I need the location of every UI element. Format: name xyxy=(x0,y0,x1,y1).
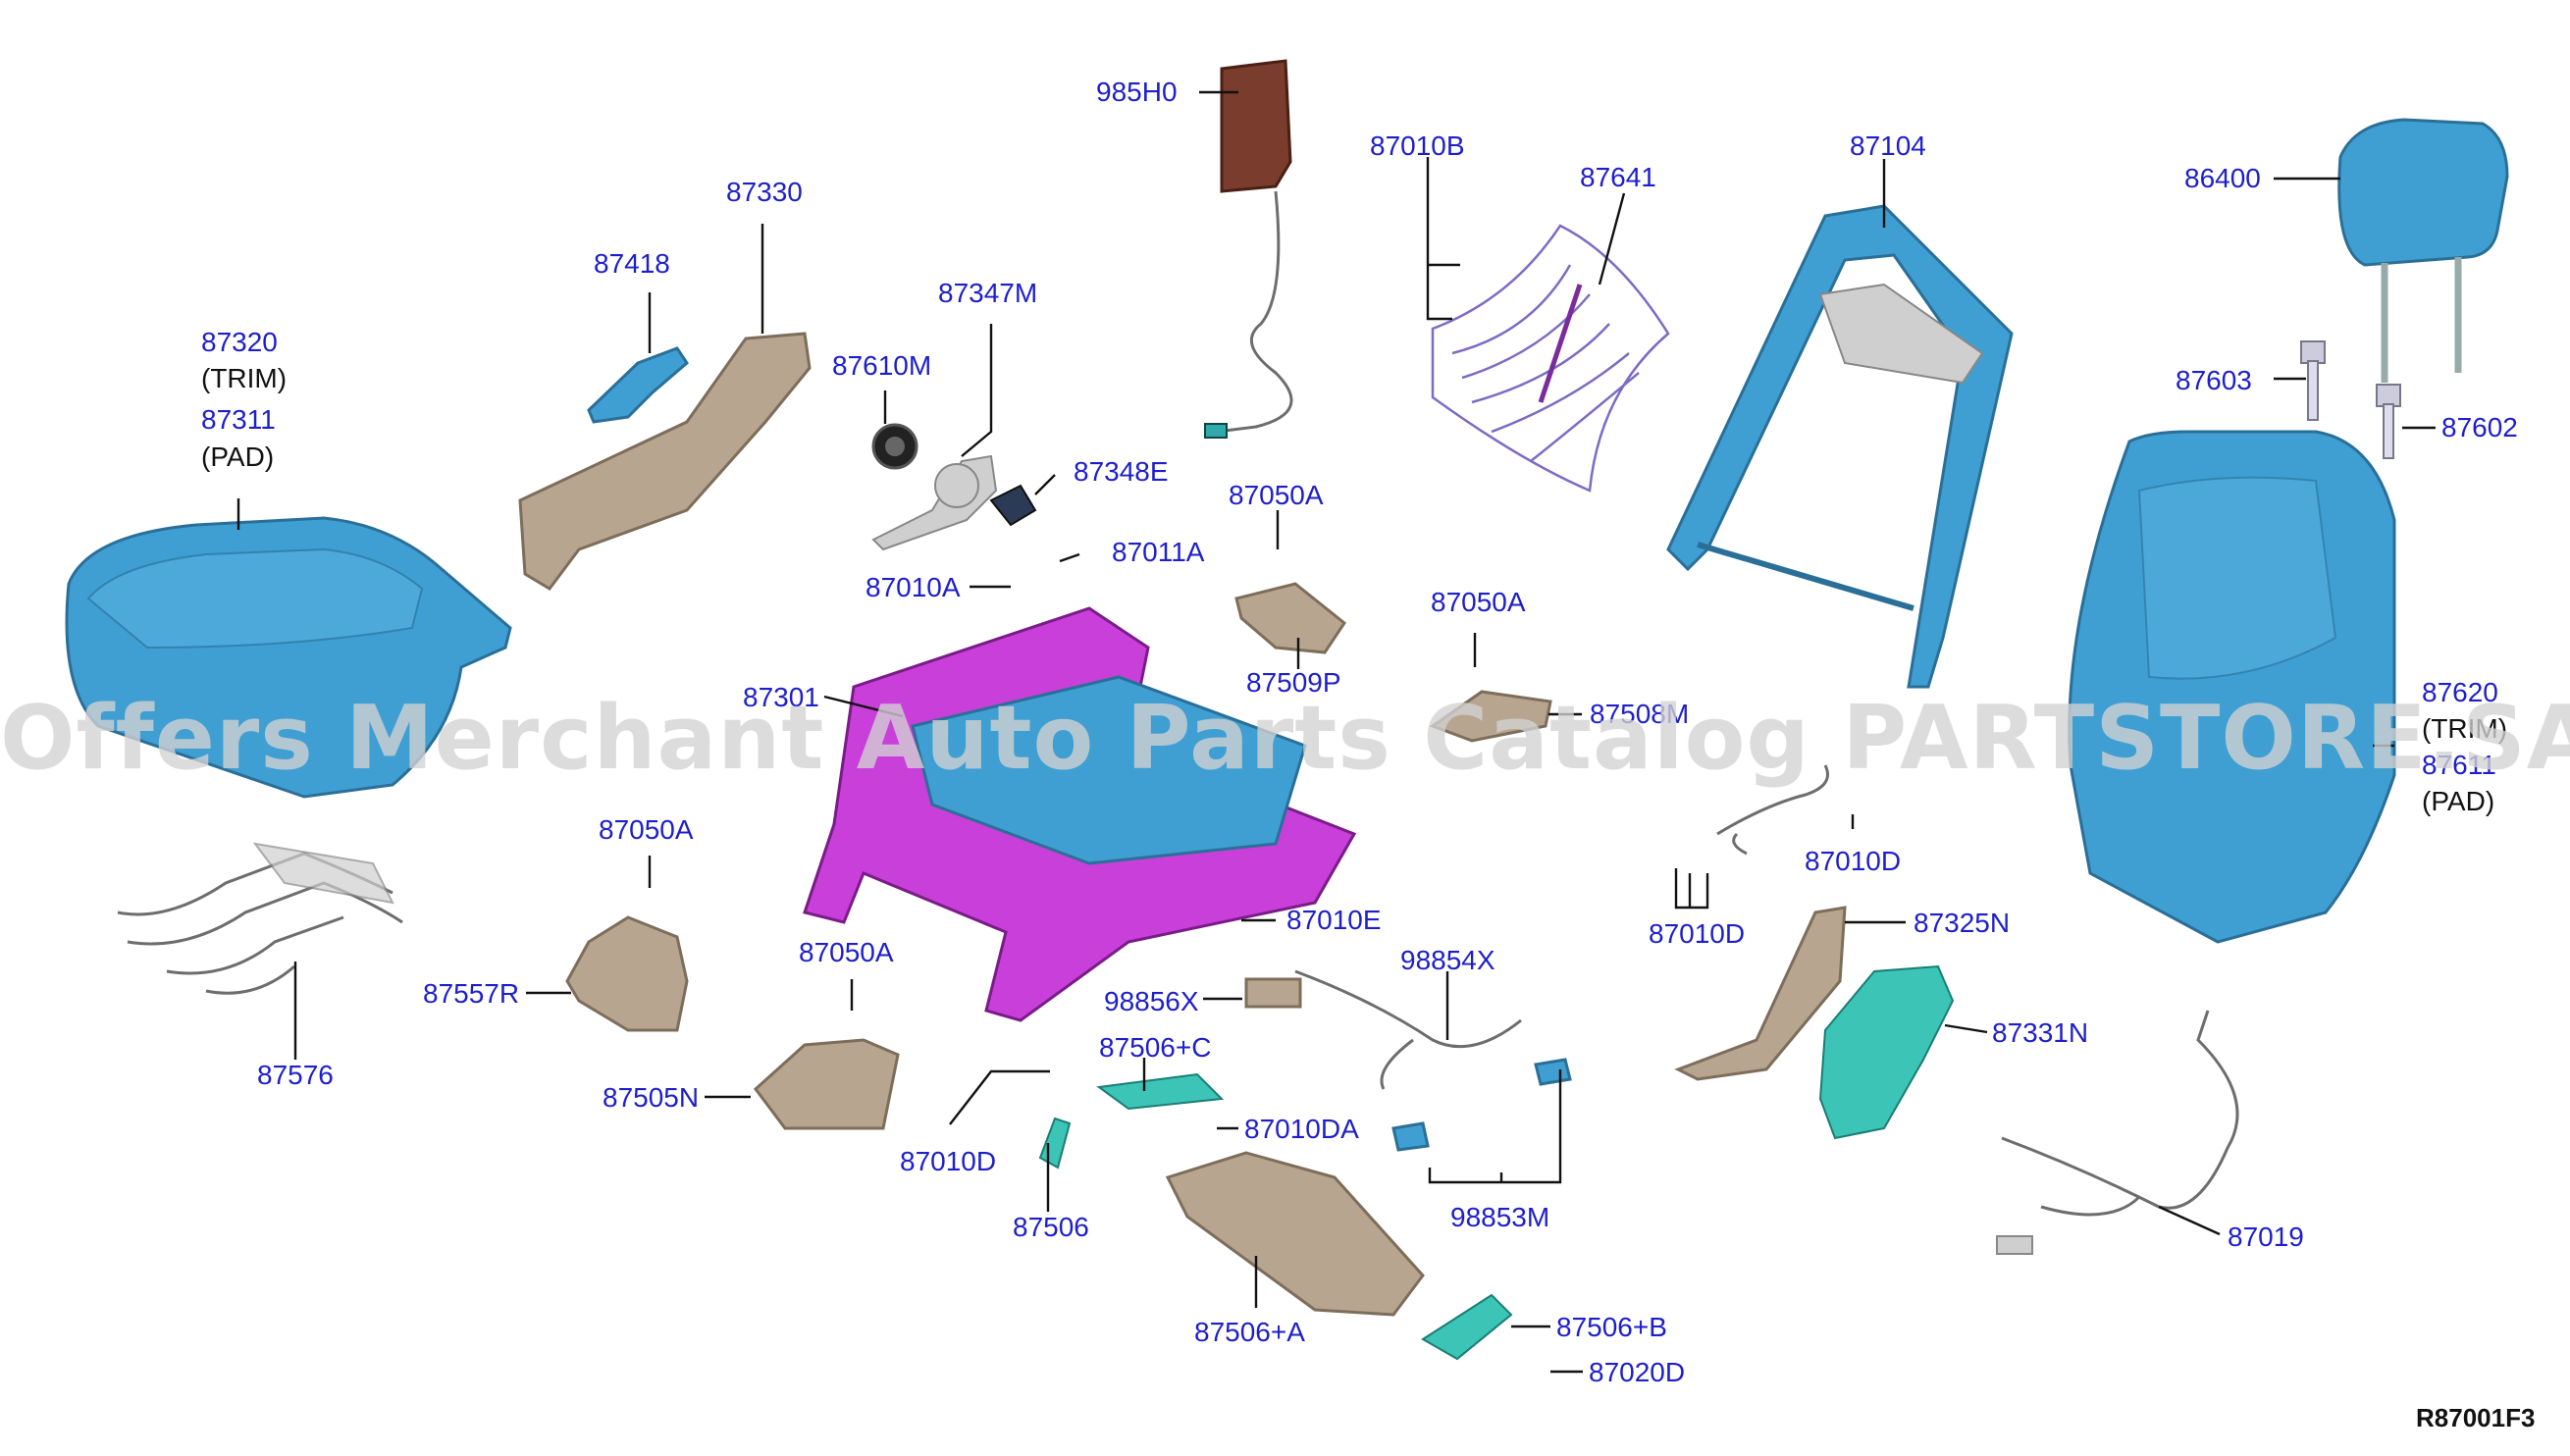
clip-part[interactable] xyxy=(1534,1058,1572,1086)
lever-part[interactable] xyxy=(989,484,1037,527)
part-label-87050A[interactable]: 87050A xyxy=(1431,587,1526,617)
small-harness-part[interactable] xyxy=(1716,764,1829,856)
back-side-cover-part[interactable] xyxy=(1818,964,1955,1140)
part-label-87301[interactable]: 87301 xyxy=(743,682,819,712)
part-label-87611[interactable]: 87611 xyxy=(2422,750,2496,780)
back-side-bracket-part[interactable] xyxy=(1674,906,1847,1081)
recliner-part[interactable] xyxy=(871,454,998,551)
headrest-guide-part[interactable] xyxy=(2300,340,2326,421)
part-label-87330[interactable]: 87330 xyxy=(726,177,803,207)
part-label-87508M[interactable]: 87508M xyxy=(1590,699,1690,729)
pad-note: (PAD) xyxy=(201,442,275,472)
trim-note: (TRIM) xyxy=(201,363,288,393)
part-label-87010B[interactable]: 87010B xyxy=(1370,130,1465,161)
part-label-87019[interactable]: 87019 xyxy=(2228,1222,2304,1252)
part-label-87010D[interactable]: 87010D xyxy=(1649,918,1746,949)
trim-note: (TRIM) xyxy=(2422,713,2508,744)
part-label-87010D[interactable]: 87010D xyxy=(1805,846,1902,876)
diagram-code: R87001F3 xyxy=(2416,1403,2536,1432)
part-label-87557R[interactable]: 87557R xyxy=(423,978,520,1009)
part-label-87050A[interactable]: 87050A xyxy=(599,814,694,845)
part-label-98853M[interactable]: 98853M xyxy=(1450,1202,1550,1232)
bracket-part[interactable] xyxy=(1038,1117,1072,1170)
part-label-98854X[interactable]: 98854X xyxy=(1400,945,1495,975)
seat-back-harness-part[interactable] xyxy=(1996,1010,2239,1255)
part-label-87610M[interactable]: 87610M xyxy=(832,350,932,381)
heater-wire-part[interactable] xyxy=(117,842,403,995)
part-label-87011A[interactable]: 87011A xyxy=(1112,537,1205,567)
part-label-87505N[interactable]: 87505N xyxy=(603,1082,700,1113)
part-label-87010E[interactable]: 87010E xyxy=(1286,905,1382,935)
cover-part[interactable] xyxy=(565,915,689,1032)
part-label-87576[interactable]: 87576 xyxy=(257,1060,334,1090)
part-label-87347M[interactable]: 87347M xyxy=(938,278,1038,308)
part-label-87311[interactable]: 87311 xyxy=(201,404,276,435)
part-label-87509P[interactable]: 87509P xyxy=(1246,667,1341,698)
side-airbag-part[interactable] xyxy=(1204,59,1293,439)
part-label-87050A[interactable]: 87050A xyxy=(1229,480,1324,510)
headrest-part[interactable] xyxy=(2337,118,2509,383)
part-label-87320[interactable]: 87320 xyxy=(201,327,278,357)
part-label-87331N[interactable]: 87331N xyxy=(1992,1017,2089,1048)
base-plate-part[interactable] xyxy=(1165,1151,1425,1317)
pad-note: (PAD) xyxy=(2422,786,2495,816)
part-label-87010DA[interactable]: 87010DA xyxy=(1244,1114,1359,1144)
part-label-87348E[interactable]: 87348E xyxy=(1074,456,1169,487)
cover-part[interactable] xyxy=(753,1038,900,1130)
part-label-985H0[interactable]: 985H0 xyxy=(1096,77,1178,107)
part-label-87620[interactable]: 87620 xyxy=(2422,677,2498,707)
part-label-87603[interactable]: 87603 xyxy=(2176,365,2252,395)
part-label-87506+B[interactable]: 87506+B xyxy=(1556,1312,1667,1342)
bracket-part[interactable] xyxy=(1234,582,1347,654)
part-label-98856X[interactable]: 98856X xyxy=(1104,986,1199,1016)
spring-mat-part[interactable] xyxy=(1431,224,1670,493)
watermark: Offers Merchant Auto Parts Catalog PARTS… xyxy=(0,687,2570,790)
seat-track-frame-part[interactable] xyxy=(803,606,1357,1022)
part-label-87641[interactable]: 87641 xyxy=(1580,162,1656,192)
seat-back-frame-part[interactable] xyxy=(1666,204,2014,689)
bracket-part[interactable] xyxy=(1421,1293,1513,1361)
seat-cushion-part[interactable] xyxy=(65,516,512,799)
part-label-87010A[interactable]: 87010A xyxy=(865,572,961,602)
part-label-87602[interactable]: 87602 xyxy=(2441,412,2518,442)
part-label-87506+C[interactable]: 87506+C xyxy=(1099,1032,1212,1063)
knob-part[interactable] xyxy=(871,423,918,470)
clip-part[interactable] xyxy=(1391,1121,1430,1152)
part-label-87050A[interactable]: 87050A xyxy=(799,937,894,967)
part-label-87506[interactable]: 87506 xyxy=(1013,1212,1089,1242)
bracket-part[interactable] xyxy=(1429,690,1552,743)
part-label-87020D[interactable]: 87020D xyxy=(1589,1357,1686,1387)
headrest-guide-part[interactable] xyxy=(2376,384,2401,459)
part-label-87506+A[interactable]: 87506+A xyxy=(1194,1317,1305,1347)
wire-harness-part[interactable] xyxy=(1244,969,1522,1090)
part-label-86400[interactable]: 86400 xyxy=(2184,163,2261,193)
seat-back-trim-part[interactable] xyxy=(2068,430,2396,944)
bracket-part[interactable] xyxy=(1096,1072,1225,1111)
part-label-87104[interactable]: 87104 xyxy=(1850,130,1926,161)
part-label-87325N[interactable]: 87325N xyxy=(1914,908,2011,938)
part-label-87418[interactable]: 87418 xyxy=(594,248,670,279)
side-cover-small-part[interactable] xyxy=(587,346,689,424)
side-shield-part[interactable] xyxy=(518,332,812,591)
part-label-87010D[interactable]: 87010D xyxy=(900,1146,997,1176)
